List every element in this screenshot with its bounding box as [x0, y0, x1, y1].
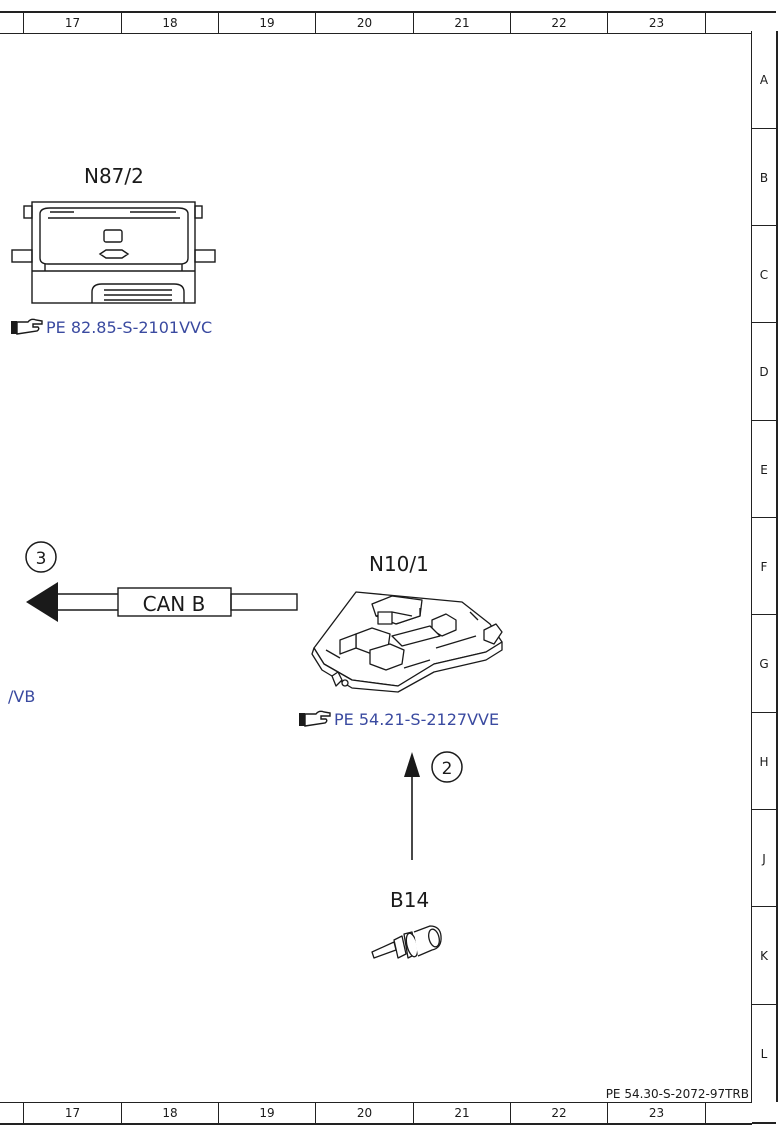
reference-text: PE 54.21-S-2127VVE — [334, 710, 500, 729]
row-label: J — [762, 851, 766, 866]
can-b-label: CAN B — [143, 592, 206, 616]
row-label: K — [760, 949, 768, 963]
b14-signal-arrowhead — [404, 752, 420, 777]
row-cell: C — [752, 225, 776, 323]
row-cell: F — [752, 517, 776, 615]
row-cell: D — [752, 322, 776, 421]
n10-1-reference-link[interactable]: PE 54.21-S-2127VVE — [334, 710, 499, 729]
frame-corner-bottom — [752, 1102, 776, 1124]
row-label: H — [759, 754, 769, 769]
hand-pointer-icon — [11, 318, 43, 335]
column-label: 17 — [23, 13, 121, 33]
row-label: D — [759, 365, 769, 379]
row-label: C — [759, 267, 769, 282]
column-label: 20 — [315, 13, 413, 33]
n10-1-component-image[interactable] — [311, 591, 503, 693]
row-cell: G — [752, 614, 776, 713]
row-cell: J — [752, 809, 776, 907]
row-label: B — [759, 170, 769, 185]
column-label: 22 — [510, 13, 607, 33]
document-reference: PE 54.30-S-2072-97TRB — [605, 1087, 749, 1101]
row-cell: K — [752, 906, 776, 1005]
column-label: 17 — [23, 1103, 121, 1123]
column-label: 21 — [413, 13, 510, 33]
n87-2-component-image[interactable] — [11, 201, 216, 304]
row-ruler-right: A B C D E F G H J K L — [751, 31, 778, 1102]
connection-marker-3[interactable]: 3 — [25, 541, 57, 573]
frame-corner-top — [752, 11, 776, 33]
row-cell: H — [752, 712, 776, 810]
column-label: 21 — [413, 1103, 510, 1123]
column-spacer — [705, 13, 752, 33]
n87-2-reference-link[interactable]: PE 82.85-S-2101VVC — [46, 318, 212, 337]
column-label: 18 — [121, 1103, 218, 1123]
b14-component-image[interactable] — [371, 925, 442, 959]
column-label: 19 — [218, 13, 315, 33]
column-label: 23 — [607, 13, 705, 33]
connection-marker-2[interactable]: 2 — [431, 751, 463, 783]
column-ruler-bottom: 17 18 19 20 21 22 23 — [0, 1102, 752, 1125]
row-label: L — [760, 1047, 768, 1061]
can-b-arrowhead — [26, 582, 58, 622]
column-label: 20 — [315, 1103, 413, 1123]
marker-number: 2 — [442, 759, 453, 779]
column-ruler-top: 17 18 19 20 21 22 23 — [0, 11, 752, 34]
column-label: 18 — [121, 13, 218, 33]
row-label: G — [759, 657, 769, 671]
column-spacer — [705, 1103, 752, 1123]
hand-pointer-icon — [299, 710, 331, 727]
column-label: 22 — [510, 1103, 607, 1123]
row-cell: E — [752, 420, 776, 518]
column-label: 19 — [218, 1103, 315, 1123]
marker-number: 3 — [36, 549, 47, 569]
row-label: F — [760, 559, 768, 574]
row-cell: A — [752, 31, 776, 128]
b14-label: B14 — [390, 888, 430, 912]
row-cell: B — [752, 128, 776, 226]
n10-1-label: N10/1 — [369, 552, 429, 576]
row-label: A — [759, 72, 769, 87]
reference-text: PE 82.85-S-2101VVC — [46, 318, 213, 337]
n87-2-label: N87/2 — [84, 164, 144, 188]
column-label: 23 — [607, 1103, 705, 1123]
row-cell: L — [752, 1004, 776, 1103]
reference-text: /VB — [8, 687, 36, 706]
row-label: E — [760, 462, 768, 477]
partial-reference-link[interactable]: /VB — [8, 687, 35, 706]
can-b-line — [58, 587, 298, 617]
